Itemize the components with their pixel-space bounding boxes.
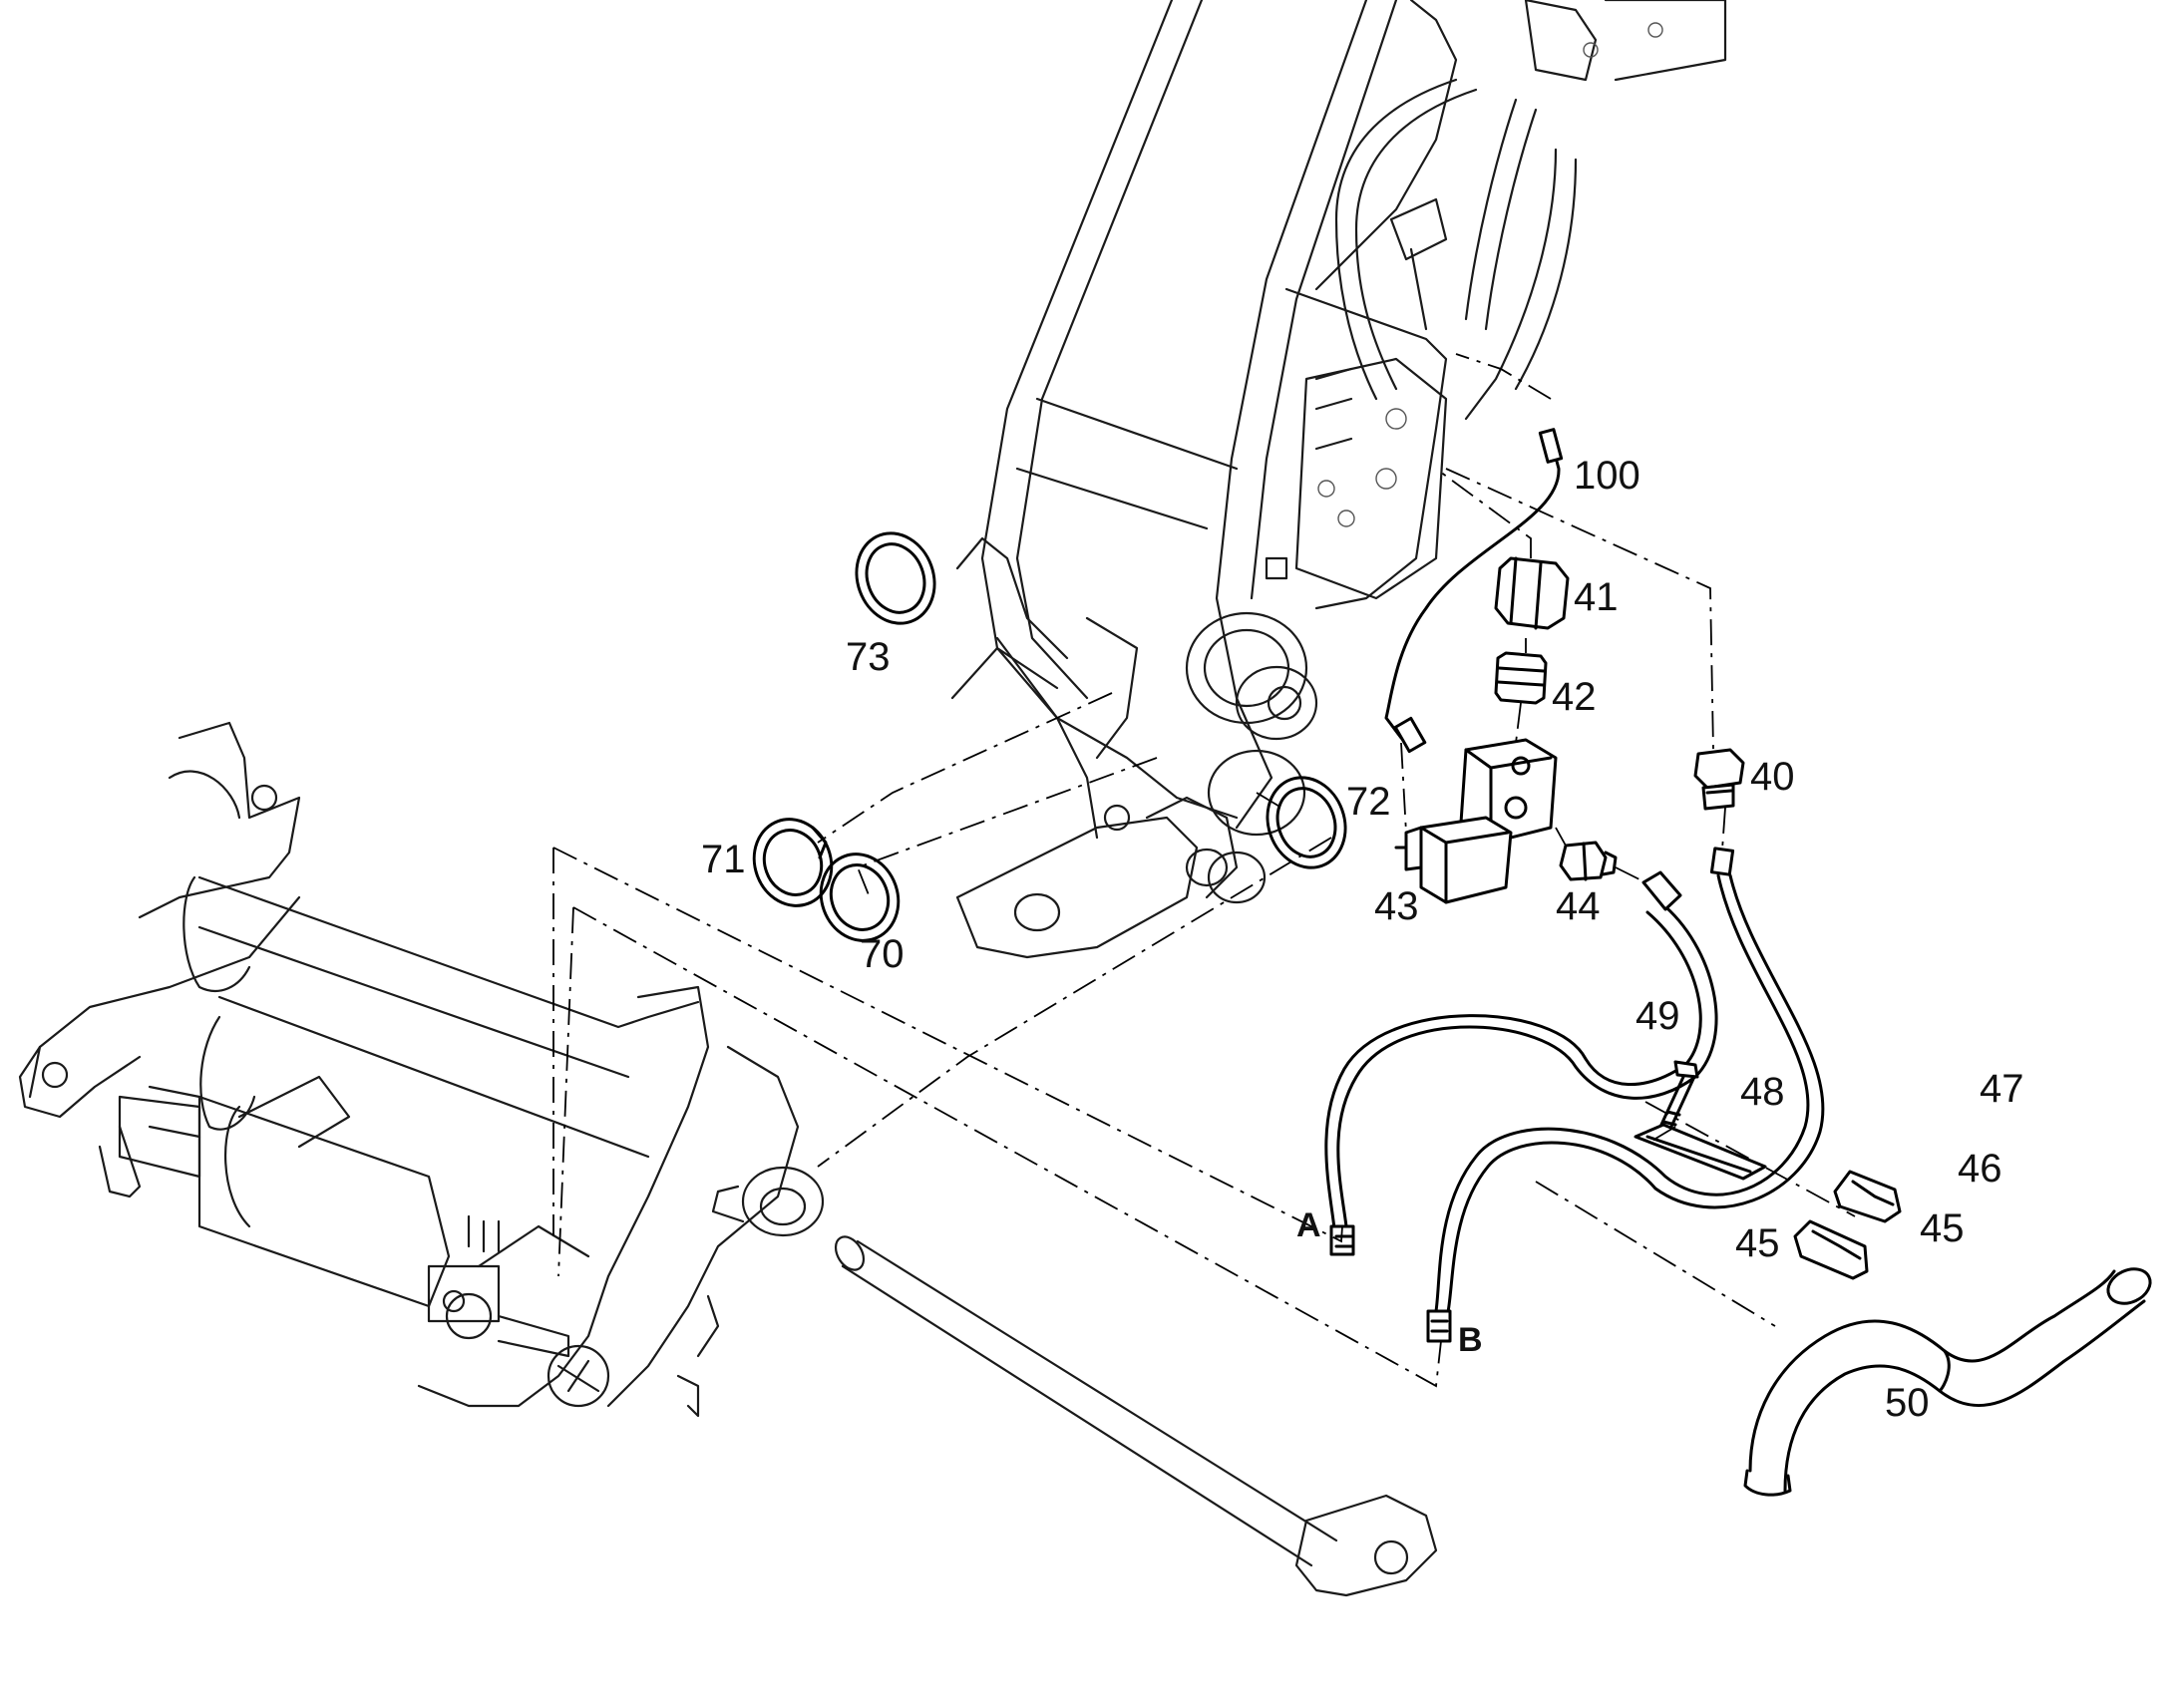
callout-45-lower: 45 <box>1735 1221 1780 1265</box>
callout-49: 49 <box>1635 994 1680 1038</box>
callout-42: 42 <box>1552 675 1597 719</box>
port-label-b: B <box>1458 1321 1483 1359</box>
callout-48: 48 <box>1740 1070 1785 1114</box>
callout-70: 70 <box>860 932 905 976</box>
pivot-pin <box>834 1235 1438 1597</box>
callout-45-upper: 45 <box>1920 1206 1965 1250</box>
washers <box>752 531 1347 942</box>
boom-arm <box>950 0 1727 959</box>
valve-assembly <box>1384 428 1745 904</box>
callout-44: 44 <box>1556 884 1601 928</box>
callout-71: 71 <box>701 838 746 881</box>
callout-100: 100 <box>1574 454 1640 498</box>
callout-72: 72 <box>1346 780 1391 824</box>
callout-labels: 100 41 42 40 72 73 71 70 43 44 49 48 47 … <box>701 454 2024 1425</box>
callout-50: 50 <box>1885 1381 1930 1425</box>
leader-lines <box>552 353 1856 1388</box>
hoses <box>1324 870 1825 1343</box>
callout-43: 43 <box>1374 884 1419 928</box>
callout-40: 40 <box>1750 755 1795 799</box>
quick-coupler-frame <box>18 721 825 1418</box>
port-label-a: A <box>1296 1206 1321 1244</box>
callout-73: 73 <box>846 635 891 679</box>
hardware <box>1634 1060 2152 1497</box>
callout-46: 46 <box>1958 1147 2002 1191</box>
callout-47: 47 <box>1980 1067 2024 1111</box>
callout-41: 41 <box>1574 575 1619 619</box>
